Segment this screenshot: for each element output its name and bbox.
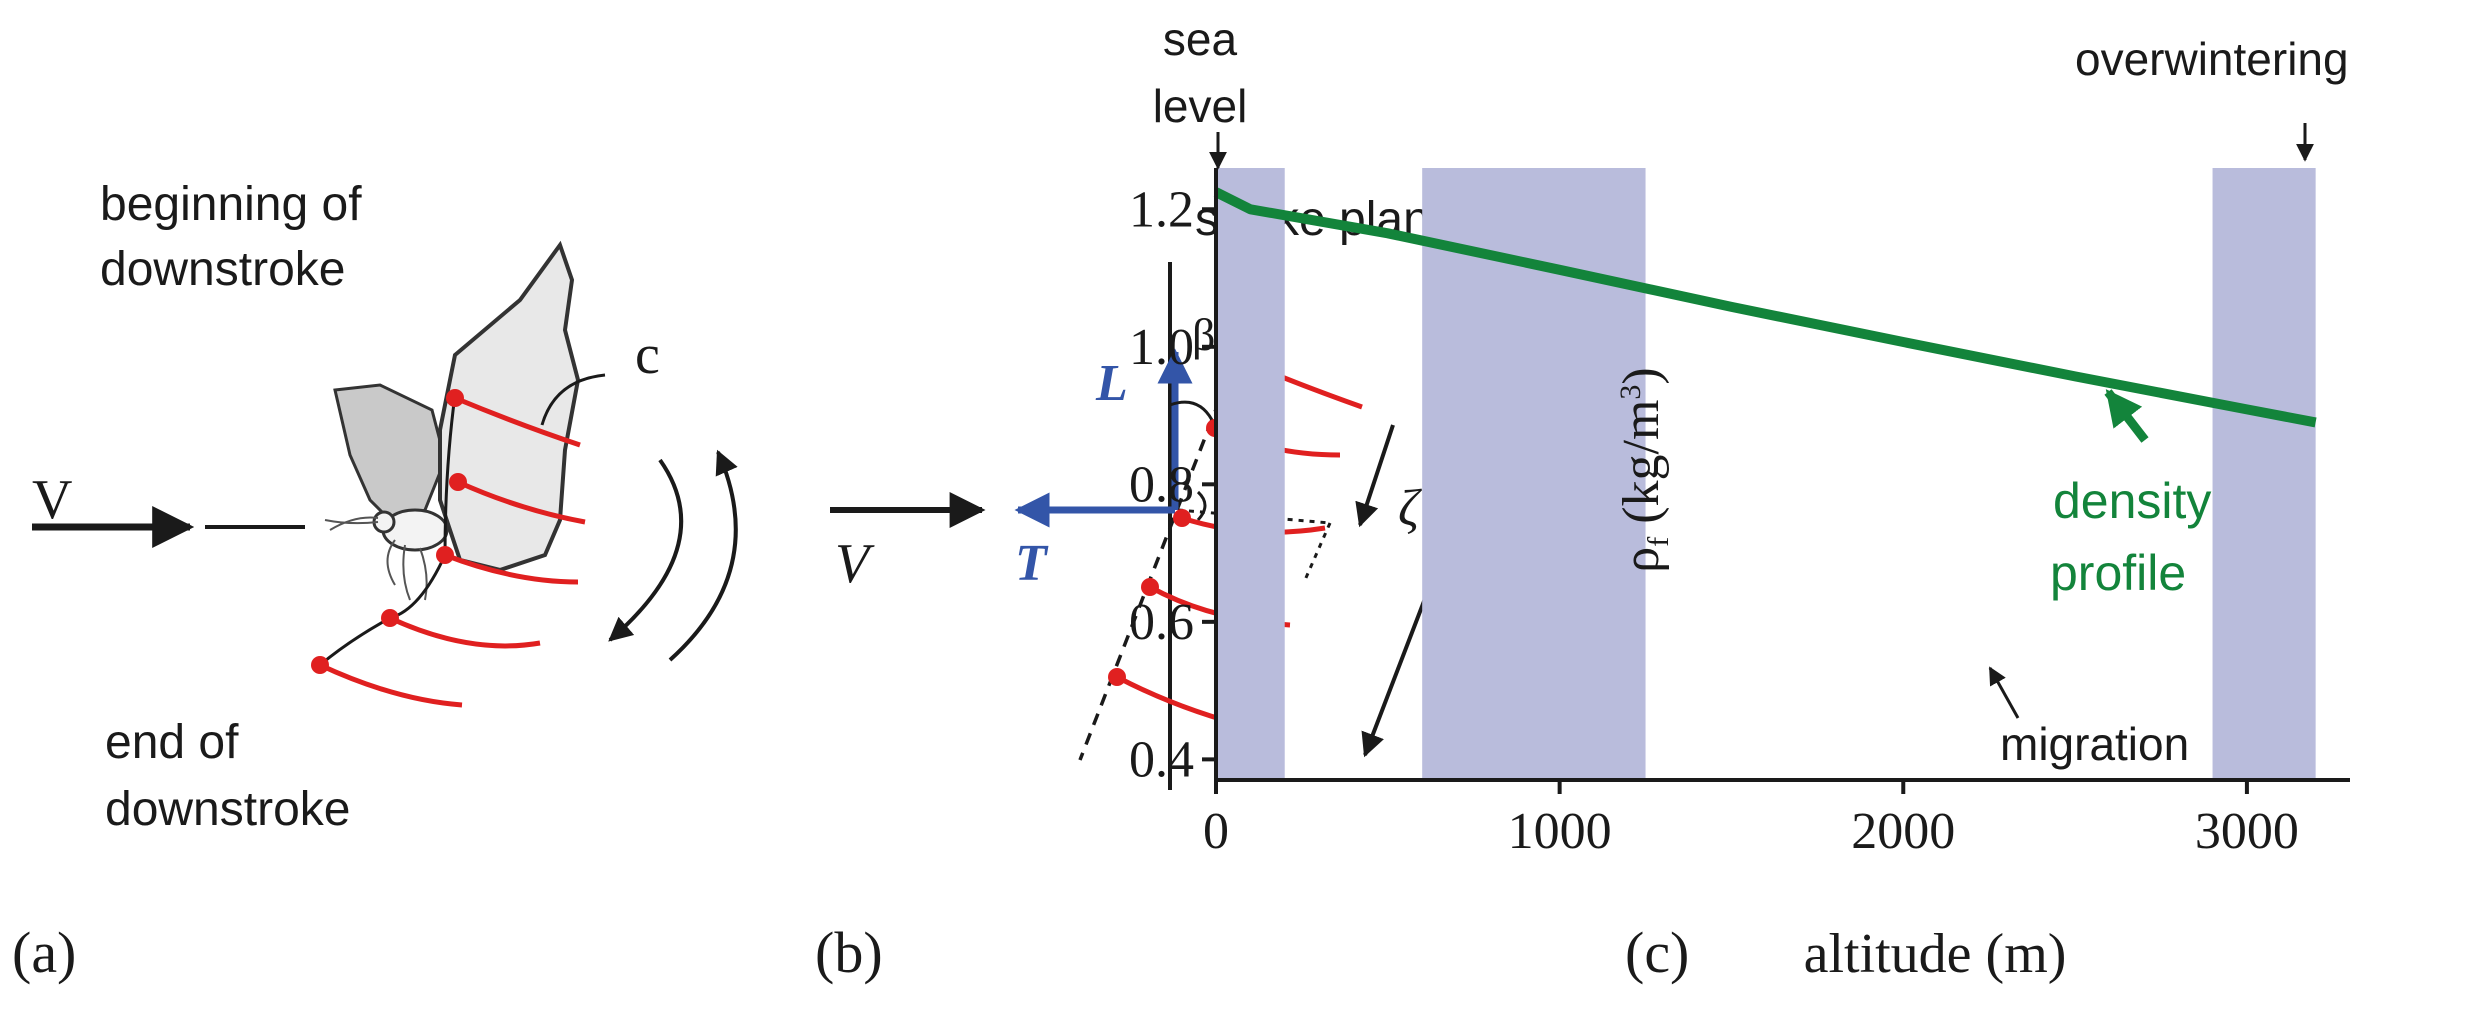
beta-angle-arc	[1169, 400, 1214, 421]
sea-level-label-line2: level	[1153, 80, 1248, 132]
migration-label: migration	[2000, 718, 2189, 770]
beta-label: β	[1192, 309, 1215, 360]
panel-a-label: (a)	[12, 920, 76, 985]
panel-b-label: (b)	[815, 920, 883, 985]
velocity-label: V	[32, 469, 72, 531]
density-profile-curve	[1213, 187, 2317, 428]
x-tick-label: 2000	[1851, 803, 1955, 860]
downstroke-arc	[608, 458, 684, 642]
y-axis-label: ρf (kg/m3)	[1613, 367, 1675, 573]
chord-3	[444, 552, 579, 585]
zeta-label: ζ	[1398, 480, 1422, 537]
chord-sections	[311, 389, 586, 708]
y-tick-label: 0.4	[1129, 731, 1194, 788]
beginning-of-downstroke-line1: beginning of	[100, 178, 362, 231]
lift-label: L	[1095, 355, 1128, 412]
chord-1	[454, 395, 581, 448]
chart-ticks: 0.4 0.6 0.8 1.0 1.2 0 1000 2000 3000	[1129, 181, 2299, 860]
curve-label-line1: density	[2053, 473, 2211, 529]
butterfly-forewing	[438, 240, 581, 573]
chord-4	[388, 615, 541, 649]
panel-c-label: (c)	[1625, 920, 1689, 985]
chord-label: c	[635, 324, 660, 386]
x-tick-label: 3000	[2195, 803, 2299, 860]
panel-b: stroke plane V L T β α	[815, 193, 1527, 985]
chord-2	[456, 479, 586, 525]
shaded-band-3	[2212, 168, 2316, 780]
shaded-bands	[1216, 168, 2316, 780]
chord-2-dot	[449, 473, 467, 491]
wing-section-4-dot	[1141, 578, 1159, 596]
beginning-of-downstroke-line2: downstroke	[100, 243, 345, 296]
butterfly-hindwing	[333, 383, 447, 527]
zeta-arrow	[1355, 424, 1395, 528]
panel-c: 0.4 0.6 0.8 1.0 1.2 0 1000 2000 3000 sea level o…	[1129, 13, 2350, 985]
thrust-label: T	[1015, 535, 1049, 592]
x-axis-label: altitude (m)	[1804, 923, 2067, 985]
chord-4-dot	[381, 609, 399, 627]
migration-pointer	[1988, 666, 2020, 719]
curve-label-pointer	[2104, 389, 2149, 443]
chart-axes	[1214, 168, 2350, 782]
chord-pointer	[540, 373, 606, 426]
panel-a: V c beginning of downs	[12, 178, 738, 985]
chord-5-dot	[311, 656, 329, 674]
shaded-band-1	[1216, 168, 1285, 780]
y-tick-label: 1.2	[1129, 181, 1194, 238]
wing-section-5-dot	[1108, 668, 1126, 686]
y-tick-label: 1.0	[1129, 319, 1194, 376]
butterfly-antennae	[324, 516, 379, 531]
chord-5	[318, 662, 463, 708]
end-of-downstroke-line2: downstroke	[105, 783, 350, 836]
shaded-band-2	[1422, 168, 1646, 780]
wing-section-3-dot	[1173, 509, 1191, 527]
upstroke-arc	[668, 449, 738, 662]
end-of-downstroke-line1: end of	[105, 716, 239, 769]
y-tick-label: 0.8	[1129, 456, 1194, 513]
velocity-label-b: V	[835, 533, 875, 595]
wingtip-trajectory	[319, 394, 457, 667]
y-tick-label: 0.6	[1129, 594, 1194, 651]
x-tick-label: 1000	[1508, 803, 1612, 860]
overwintering-label: overwintering	[2075, 33, 2349, 85]
chord-reference-dotted	[1177, 508, 1331, 525]
chord-1-dot	[446, 389, 464, 407]
alpha-angle-arc	[1196, 490, 1207, 522]
butterfly-legs	[386, 539, 428, 601]
sea-level-label-line1: sea	[1163, 13, 1238, 65]
x-tick-label: 0	[1203, 803, 1229, 860]
chord-3-dot	[436, 546, 454, 564]
curve-label-line2: profile	[2050, 545, 2186, 601]
